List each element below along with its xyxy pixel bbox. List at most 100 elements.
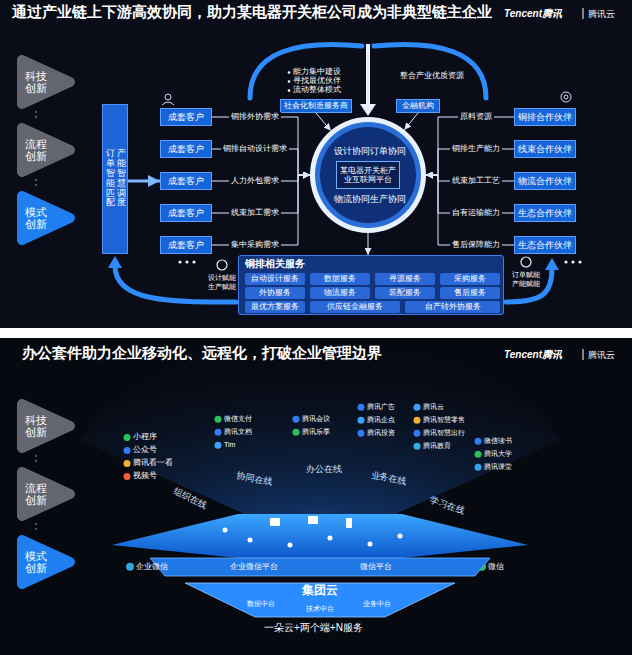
edge-label: 原料资源 <box>458 112 494 121</box>
note-label: 腾讯云 <box>588 350 615 360</box>
node-text: 微信平台 <box>360 562 392 571</box>
decoration <box>192 260 195 263</box>
app-label: 公众号 <box>133 446 157 455</box>
decoration <box>506 268 552 302</box>
party-box: 生态合作伙伴 <box>514 204 576 222</box>
decoration <box>115 266 236 302</box>
service-cell: 数据服务 <box>310 273 370 285</box>
node-text: 成套客户 <box>168 176 204 186</box>
node-text: 物流协同 <box>334 195 370 205</box>
triangle-shape <box>22 196 70 240</box>
decoration <box>178 260 181 263</box>
node-text: 科技创新 <box>24 414 48 438</box>
edge-label: 人力外包需求 <box>229 176 281 185</box>
triangle-shape <box>22 540 70 584</box>
node-text: 寻源服务 <box>389 274 421 283</box>
service-cell: 售后服务 <box>440 287 500 299</box>
node-text: 集团云 <box>302 584 338 598</box>
slide-title: 办公套件助力企业移动化、远程化，打破企业管理边界 <box>22 344 382 361</box>
connector <box>36 523 37 533</box>
decoration <box>108 256 122 268</box>
innovation-triangle: 模式创新 <box>16 190 76 246</box>
app-icon <box>124 473 131 480</box>
sector-label: 协同在线 <box>236 470 273 488</box>
app-icon <box>475 451 482 458</box>
triangle-shape <box>22 472 70 516</box>
edge-label: 集中采购需求 <box>229 240 281 249</box>
device-layer <box>112 514 528 558</box>
decoration <box>564 95 568 99</box>
app-label: 腾讯投资 <box>367 429 395 437</box>
panel-heading: 铜排相关服务 <box>245 258 305 270</box>
decoration <box>288 89 291 92</box>
node-text: 线束合作伙伴 <box>518 144 572 154</box>
node-text: 采购服务 <box>454 274 486 283</box>
node-text: 数据服务 <box>324 274 356 283</box>
app-icon <box>475 464 482 471</box>
sector-label: 办公在线 <box>306 464 342 474</box>
app-label: 腾讯教育 <box>423 442 451 450</box>
node-text: 售后服务 <box>454 288 486 297</box>
edge-label: 铜排外协需求 <box>229 112 281 121</box>
node-text: 自动设计服务 <box>251 274 299 283</box>
app-icon <box>358 417 365 424</box>
app-label: 视频号 <box>133 472 157 481</box>
app-icon <box>124 434 131 441</box>
bullet <box>288 71 291 92</box>
app-icon <box>358 404 365 411</box>
connector <box>128 180 160 183</box>
node-text: 成套客户 <box>168 208 204 218</box>
service-panel: 铜排相关服务自动设计服务数据服务寻源服务采购服务外协服务物流服务装配服务售后服务… <box>238 255 504 315</box>
middle-ring <box>315 122 421 228</box>
app-icon <box>126 563 134 571</box>
note-label: Tencent腾讯 <box>504 8 562 20</box>
party-box: 成套客户 <box>160 236 212 254</box>
node-text: 成套客户 <box>168 112 204 122</box>
band-shape <box>185 583 455 617</box>
connector <box>426 175 514 245</box>
app-label: 腾讯大学 <box>484 450 512 458</box>
node-text: 设计协同 <box>334 147 370 157</box>
connector <box>36 455 37 465</box>
node-text: 订单协同 <box>370 147 406 157</box>
connector <box>426 117 514 175</box>
innovation-triangle: 科技创新 <box>16 54 76 110</box>
node-text: 金融机构 <box>402 101 434 110</box>
app-label: 腾讯会议 <box>302 415 330 423</box>
decoration <box>217 260 227 270</box>
decoration <box>346 518 352 528</box>
app-label: 小程序 <box>133 433 157 442</box>
note-label: 整合产业优质资源 <box>400 72 464 81</box>
app-label: Tim <box>224 441 235 449</box>
service-cell: 最优方案服务 <box>245 301 305 313</box>
decoration <box>398 534 403 539</box>
note-label: 订单赋能 <box>512 271 540 279</box>
node-text: 供应链金融服务 <box>327 302 383 311</box>
service-cell: 装配服务 <box>375 287 435 299</box>
decoration <box>288 80 291 83</box>
sector-label: 组织在线 <box>172 486 209 511</box>
note-label: 生产赋能 <box>208 283 236 291</box>
decoration <box>288 71 291 74</box>
decoration <box>583 8 584 19</box>
note-label: 设计赋能 <box>208 274 236 282</box>
decoration <box>561 92 571 102</box>
decoration <box>545 258 559 270</box>
app-icon <box>414 443 421 450</box>
connector <box>368 233 369 255</box>
node-text: 流程创新 <box>24 138 48 162</box>
node-text: 技术中台 <box>306 605 334 613</box>
app-label: 腾讯乐享 <box>302 428 330 436</box>
innovation-triangle: 流程创新 <box>16 122 76 178</box>
decoration <box>360 104 376 116</box>
node-outline <box>150 556 490 578</box>
note-label: 腾讯云 <box>588 9 615 19</box>
decoration <box>288 543 293 548</box>
node-text: 物流服务 <box>324 288 356 297</box>
app-label: 腾讯智慧零售 <box>423 416 465 424</box>
party-box: 生态合作伙伴 <box>514 236 576 254</box>
edge-label: 售后保障能力 <box>450 240 502 249</box>
platform-core: 某电器开关柜产业互联网平台 <box>336 161 400 189</box>
app-icon <box>124 404 487 571</box>
